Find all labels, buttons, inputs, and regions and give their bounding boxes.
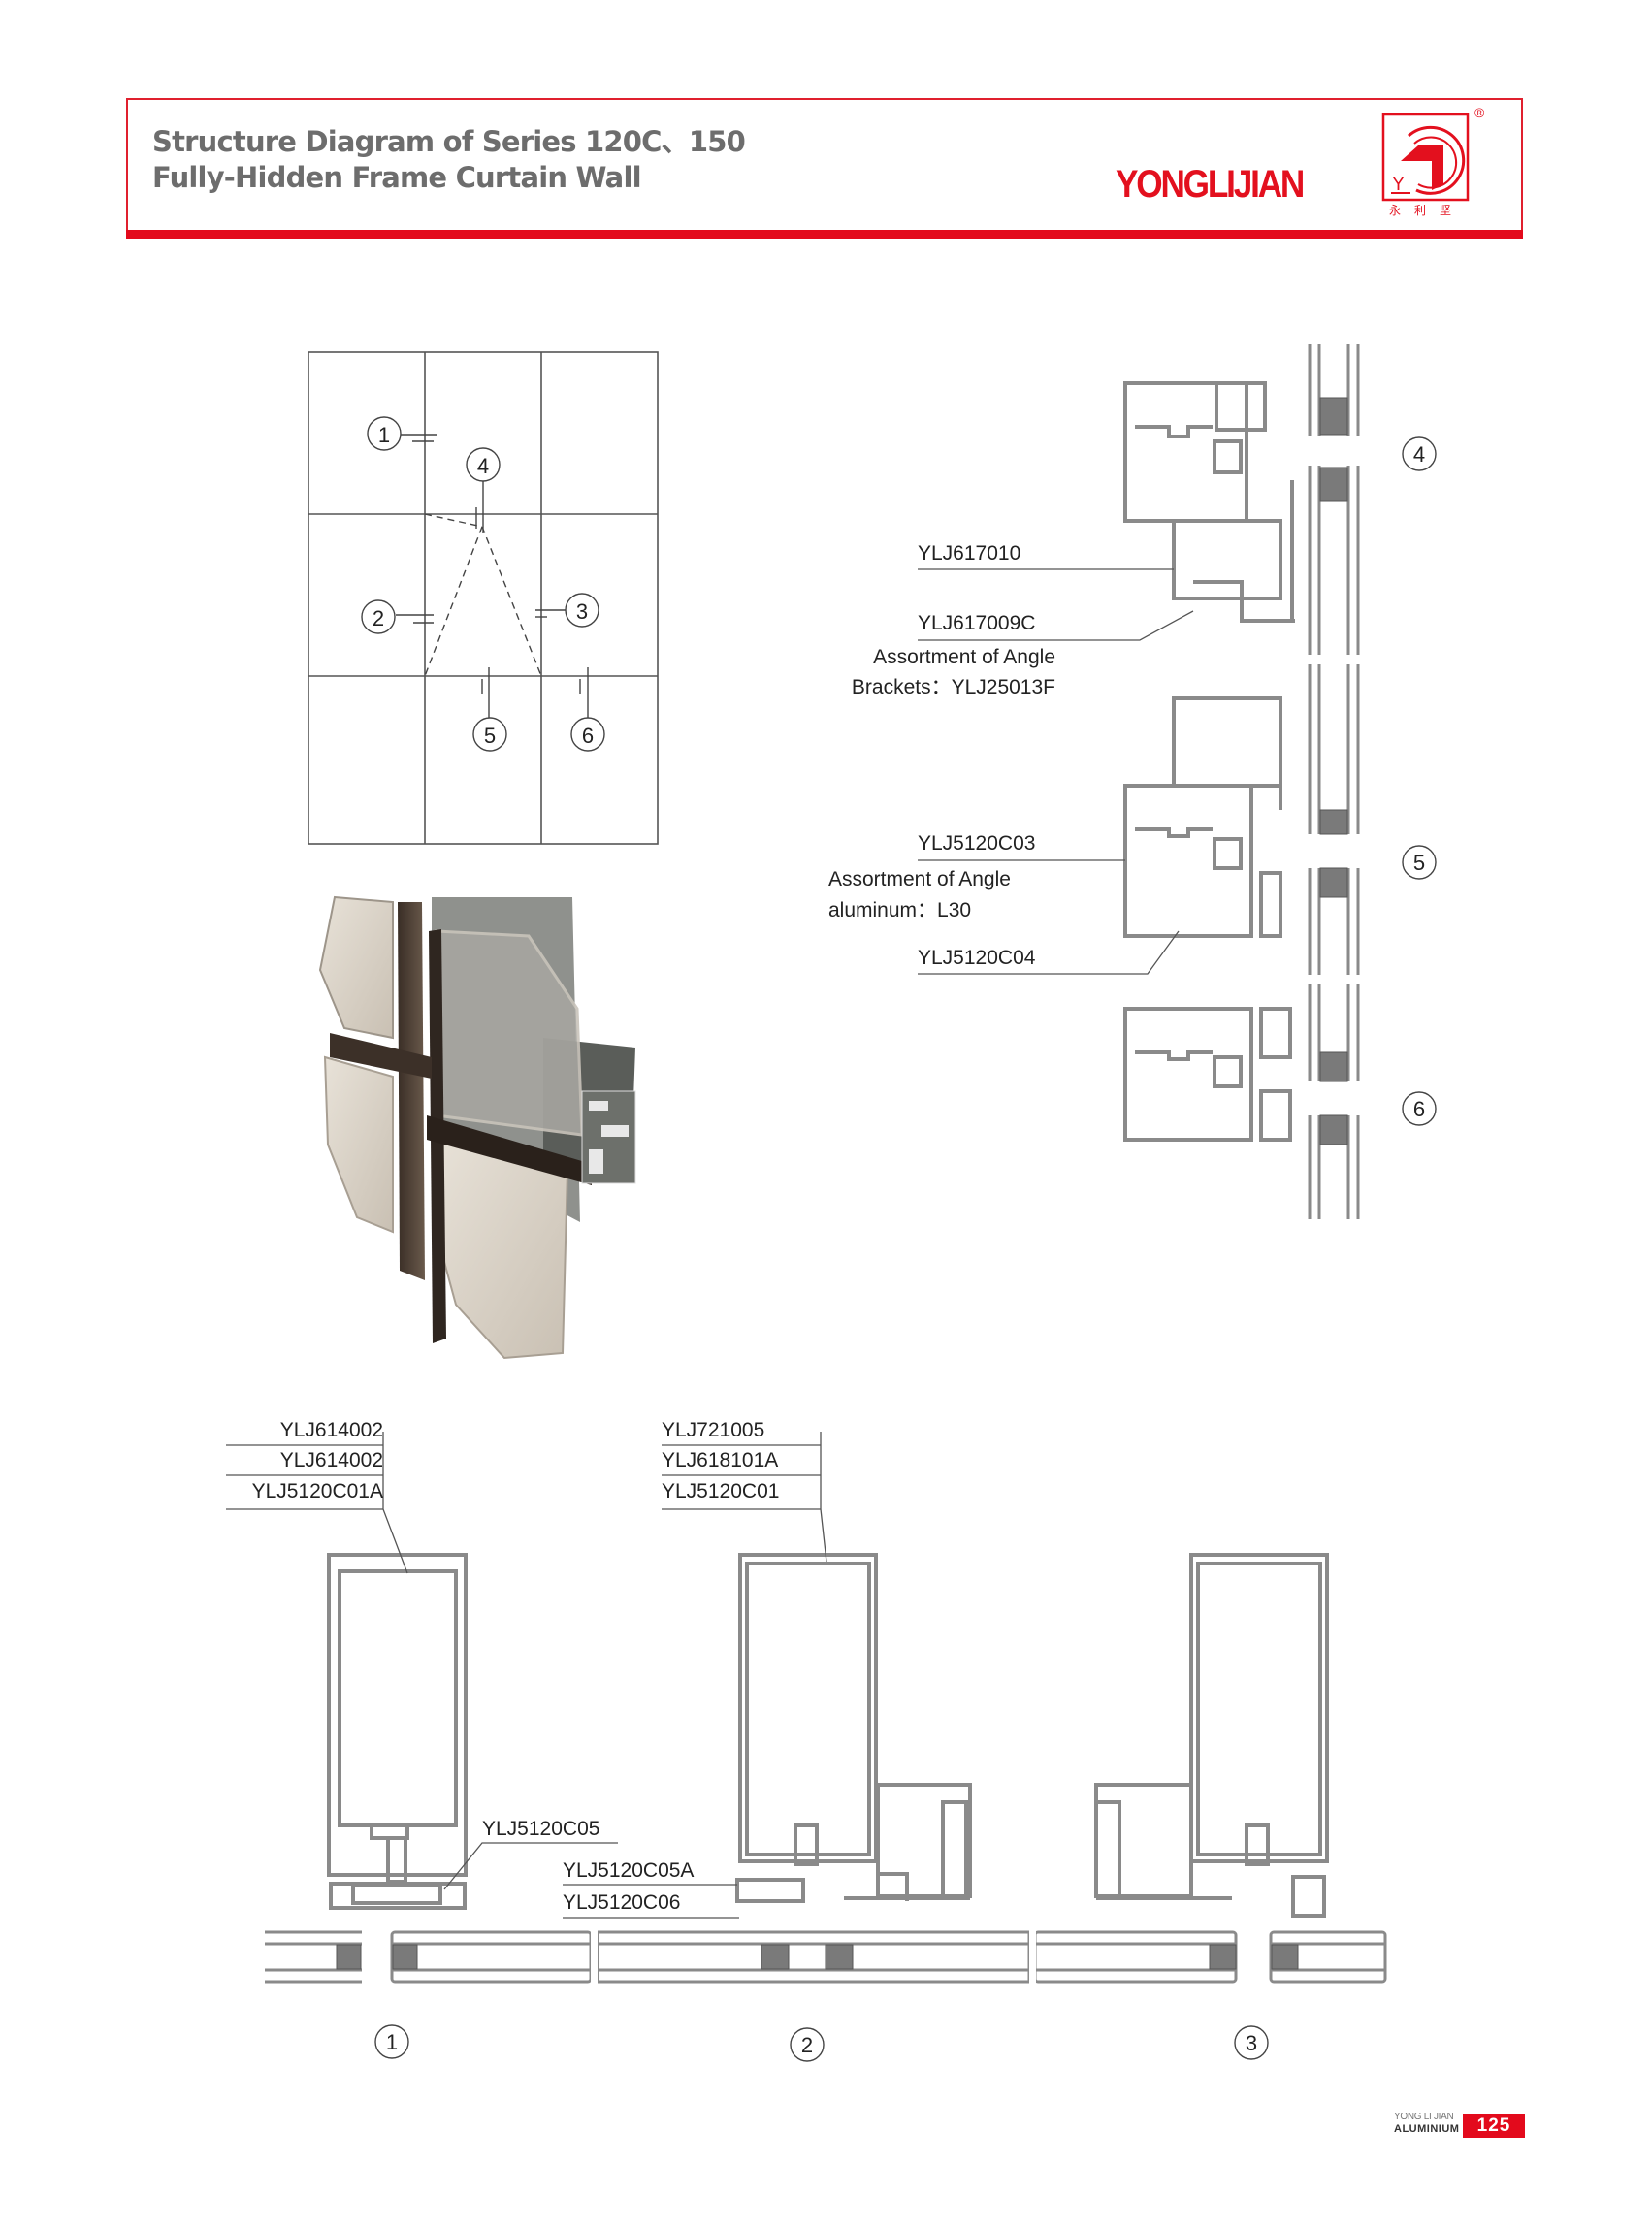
footer-brand-line1: YONG LI JIAN: [1394, 2112, 1454, 2122]
page-title: Structure Diagram of Series 120C、150 Ful…: [152, 124, 746, 196]
grid-callout-1: 1: [377, 423, 391, 447]
page-title-line2: Fully-Hidden Frame Curtain Wall: [152, 161, 642, 194]
bottom-callout-1: 1: [385, 2030, 399, 2054]
section-callout-5: 5: [1412, 851, 1426, 875]
page-title-line1: Structure Diagram of Series 120C、150: [152, 125, 746, 158]
label-ylj5120c03: YLJ5120C03: [918, 832, 1036, 855]
grid-callout-6: 6: [581, 724, 595, 748]
label-angle-line2: aluminum：L30: [828, 899, 972, 921]
grid-callout-2: 2: [372, 606, 385, 630]
label-left-3: YLJ5120C01A: [251, 1480, 383, 1502]
label-ylj617009c: YLJ617009C: [918, 612, 1036, 634]
brand-chinese-name: 永利坚: [1389, 204, 1466, 217]
label-center-1: YLJ721005: [662, 1419, 765, 1441]
label-ylj5120c05: YLJ5120C05: [482, 1818, 600, 1840]
registered-mark: ®: [1474, 105, 1485, 120]
label-bracket-line1: Assortment of Angle: [873, 646, 1055, 668]
grid-callout-5: 5: [483, 724, 497, 748]
bottom-callout-3: 3: [1245, 2031, 1258, 2055]
label-ylj5120c05a: YLJ5120C05A: [563, 1859, 695, 1882]
label-ylj5120c06: YLJ5120C06: [563, 1891, 681, 1914]
grid-callout-4: 4: [476, 454, 490, 478]
section-callout-4: 4: [1412, 442, 1426, 467]
page-number: 125: [1463, 2114, 1525, 2138]
section-callout-6: 6: [1412, 1097, 1426, 1121]
brand-name: YONGLIJIAN: [1116, 163, 1305, 206]
label-ylj5120c04: YLJ5120C04: [918, 947, 1036, 969]
label-left-2: YLJ614002: [279, 1449, 383, 1471]
bottom-callout-2: 2: [800, 2033, 814, 2057]
header-frame: [126, 98, 1523, 230]
label-angle-line1: Assortment of Angle: [828, 868, 1011, 890]
header-accent-bar: [126, 230, 1523, 239]
label-ylj617010: YLJ617010: [918, 542, 1021, 565]
footer-brand-line2: ALUMINIUM: [1394, 2123, 1460, 2135]
label-center-3: YLJ5120C01: [662, 1480, 780, 1502]
label-left-1: YLJ614002: [279, 1419, 383, 1441]
label-bracket-line2: Brackets：YLJ25013F: [851, 676, 1055, 698]
grid-callout-3: 3: [575, 599, 589, 624]
label-center-2: YLJ618101A: [662, 1449, 779, 1471]
